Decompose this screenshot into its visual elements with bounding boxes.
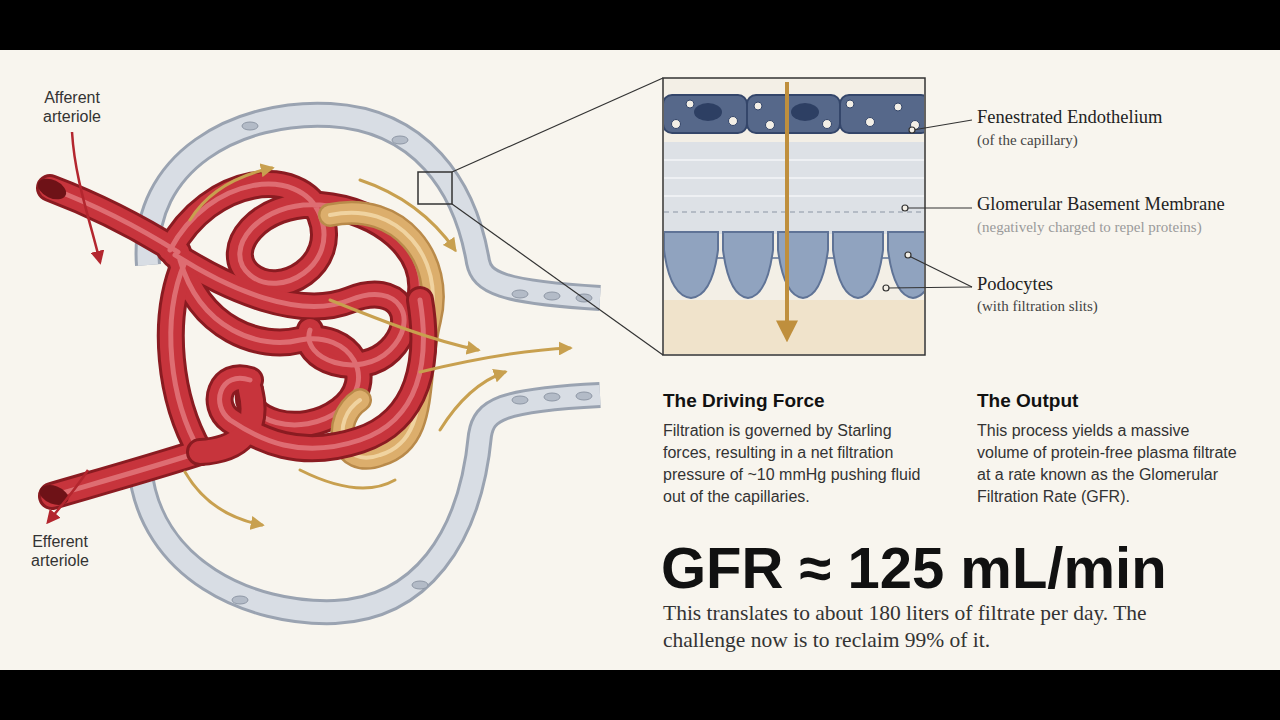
fenestra — [686, 100, 694, 108]
leader-dot — [909, 127, 915, 133]
endothelial-cell — [747, 95, 840, 133]
capillary-loop — [171, 262, 200, 452]
foot-process — [664, 232, 718, 298]
layer-note: (negatively charged to repel proteins) — [977, 218, 1277, 236]
capillary-loop — [200, 390, 253, 452]
filtrate-arrow — [190, 168, 272, 220]
epithelial-cell — [576, 392, 592, 400]
slit-diaphragm — [772, 257, 779, 259]
foot-process — [723, 232, 773, 298]
afferent-arteriole — [50, 188, 178, 252]
membrane-fibre — [664, 195, 924, 197]
summary-note: This translates to about 180 liters of f… — [663, 600, 1218, 654]
membrane-fibre — [664, 177, 924, 179]
epithelial-cell — [392, 136, 408, 144]
fenestra — [672, 120, 681, 129]
leader-dot — [902, 205, 908, 211]
filtrate-arrow — [420, 348, 570, 372]
layer-label: Podocytes — [977, 273, 1267, 295]
section-heading: The Output — [977, 389, 1267, 412]
fenestra — [846, 100, 854, 108]
epithelial-cell — [544, 292, 560, 300]
zoom-line — [452, 78, 663, 172]
endothelial-cell — [664, 95, 747, 133]
filtrate-arrows — [185, 168, 570, 525]
layer-note: (of the capillary) — [977, 131, 1267, 149]
fenestra — [823, 120, 832, 129]
vessel-lumen — [37, 481, 71, 508]
leader-line — [906, 207, 972, 208]
basement-membrane — [664, 142, 924, 234]
zoom-marker — [418, 172, 452, 204]
afferent-arteriole — [50, 188, 178, 252]
slit-diaphragm — [717, 257, 724, 259]
leader-dot — [905, 252, 911, 258]
filtration-arrow — [785, 82, 789, 338]
fenestra — [894, 103, 902, 111]
fenestra — [866, 118, 875, 127]
podocytes — [664, 232, 924, 298]
vessel-label: Afferent arteriole — [30, 88, 114, 126]
epithelial-cell — [412, 581, 428, 589]
epithelial-cell — [544, 393, 560, 401]
filtrate-arrow — [185, 472, 262, 525]
vessel-lumen — [35, 175, 70, 204]
leader-line — [913, 120, 972, 130]
section-body: Filtration is governed by Starling force… — [663, 420, 927, 508]
leader-line — [887, 287, 972, 288]
leader-dot — [883, 285, 889, 291]
flow-arrow — [72, 132, 100, 262]
capillary-loop — [171, 262, 200, 452]
urinary-space — [664, 300, 924, 354]
vessel-label: Efferent arteriole — [18, 532, 102, 570]
slit-diaphragms — [717, 257, 889, 259]
layer-note: (with filtration slits) — [977, 297, 1267, 315]
inset-frame — [663, 78, 925, 355]
epithelial-cell — [512, 396, 528, 404]
fenestrae — [672, 100, 920, 130]
leader-lines — [883, 120, 972, 291]
nucleus — [791, 103, 819, 121]
fenestra — [754, 102, 762, 110]
leader-line — [909, 256, 972, 287]
membrane-fibre — [664, 159, 924, 161]
key-figure: GFR ≈ 125 mL/min — [661, 537, 1261, 599]
section-heading: The Driving Force — [663, 389, 953, 412]
layer-label: Fenestrated Endothelium — [977, 106, 1267, 128]
afferent-arteriole — [50, 188, 178, 252]
filtrate-line — [300, 470, 395, 488]
capillary-loop — [220, 300, 424, 448]
epithelial-cell — [512, 290, 528, 298]
membrane-line — [664, 211, 924, 212]
filtrate-arrow — [330, 300, 478, 350]
flow-arrow — [48, 470, 88, 522]
epithelial-cell — [232, 596, 248, 604]
zoom-line — [452, 204, 663, 355]
layer-label: Glomerular Basement Membrane — [977, 193, 1277, 215]
epithelial-cell — [242, 122, 258, 130]
slit-diaphragm — [827, 257, 834, 259]
nucleus — [694, 103, 722, 121]
foot-process — [833, 232, 883, 298]
section-body: This process yields a massive volume of … — [977, 420, 1241, 508]
slit-diaphragm — [882, 257, 889, 259]
fenestra — [729, 117, 738, 126]
filtration-barrier — [664, 82, 924, 354]
fenestra — [766, 121, 775, 130]
background — [0, 50, 1280, 670]
filtrate-arrow — [440, 372, 505, 430]
endothelial-cell — [840, 95, 924, 133]
filtrate-arrow — [360, 180, 455, 250]
capillary-loop — [170, 184, 421, 300]
